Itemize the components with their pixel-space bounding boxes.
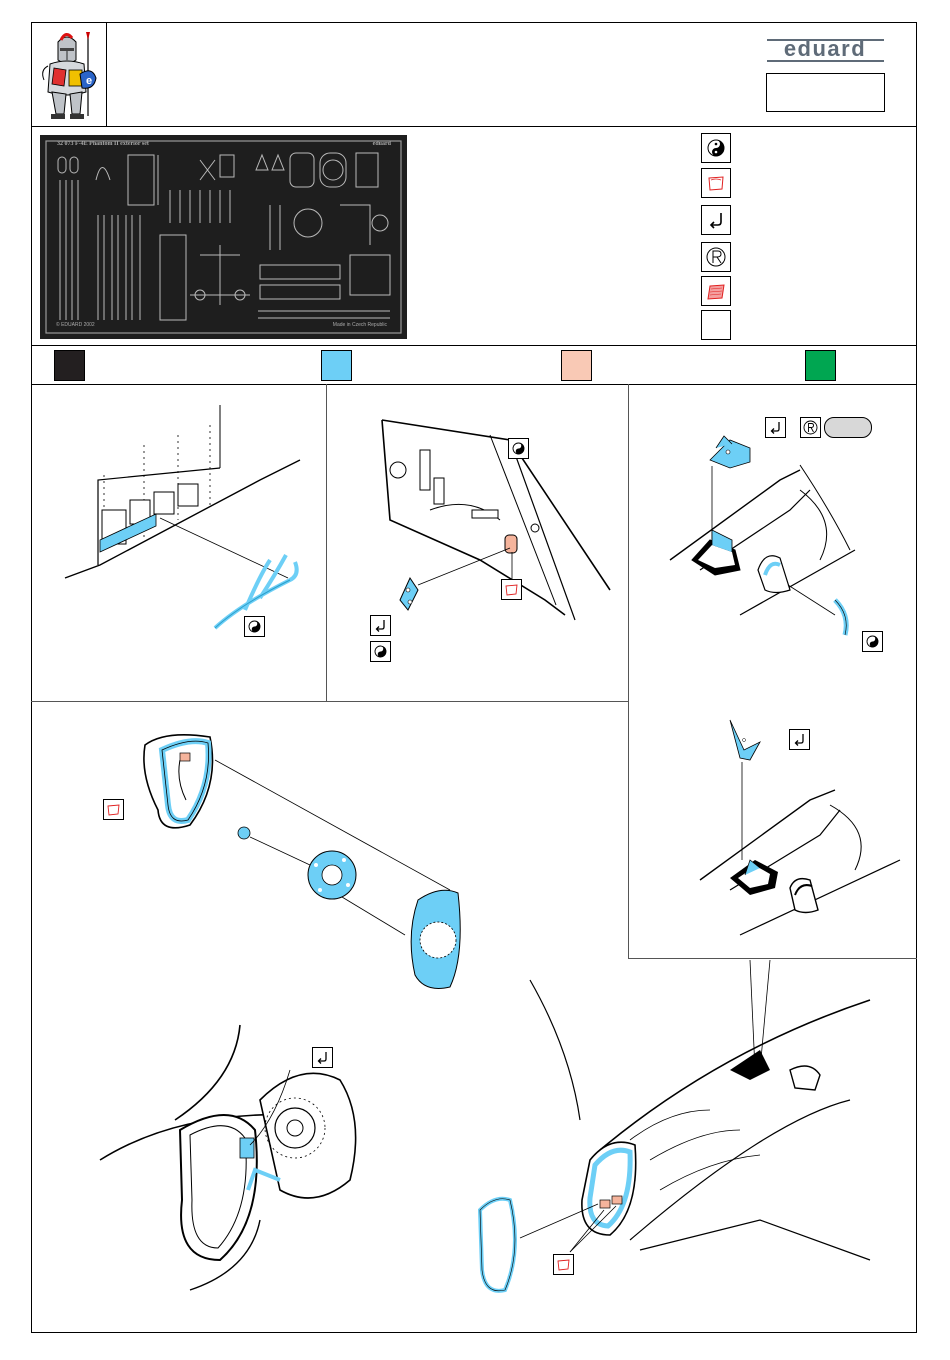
step-3-paint-pill: [824, 417, 872, 438]
step-2-drawing: [360, 400, 620, 630]
step-2-parchment-symbol: [501, 579, 522, 600]
step-4-bend-symbol: [789, 729, 810, 750]
panel-divider-1: [326, 384, 327, 702]
knight-mascot-logo: e: [36, 30, 102, 122]
fret-copyright: © EDUARD 2002: [56, 322, 95, 328]
parchment-icon: [502, 580, 521, 599]
swatch-light-blue: [321, 350, 352, 381]
step-2-yin-yang-symbol: [508, 438, 529, 459]
parchment-icon: [104, 800, 123, 819]
film-sheet-icon: [702, 277, 730, 305]
swatch-bottom-rule: [31, 384, 917, 385]
fret-made-in: Made in Czech Republic: [333, 322, 387, 328]
step-3-drawing: [640, 400, 910, 660]
step-5-parchment-symbol: [103, 799, 124, 820]
step-2-bend-symbol: [370, 615, 391, 636]
step-1-yin-yang-symbol: [244, 616, 265, 637]
header-divider: [106, 22, 107, 126]
step-2-yin-yang-symbol-2: [370, 641, 391, 662]
bend-arrow-icon: [371, 616, 390, 635]
swatch-green: [805, 350, 836, 381]
swatch-black: [54, 350, 85, 381]
bend-arrow-icon: [702, 206, 730, 234]
resin-symbol: [701, 242, 731, 272]
parchment-symbol: [701, 168, 731, 198]
blank-symbol: [701, 310, 731, 340]
step-6-drawing: [100, 1020, 400, 1310]
registered-r-icon: [702, 243, 730, 271]
bend-symbol: [701, 205, 731, 235]
bend-arrow-icon: [313, 1048, 332, 1067]
yin-yang-symbol: [701, 133, 731, 163]
set-number-box: [766, 73, 885, 112]
step-7-parchment-symbol: [553, 1254, 574, 1275]
yin-yang-icon: [863, 632, 882, 651]
step-7-drawing: [470, 960, 910, 1310]
step-1-drawing: [60, 400, 320, 640]
svg-text:e: e: [86, 75, 92, 87]
yin-yang-icon: [702, 134, 730, 162]
step-6-bend-symbol: [312, 1047, 333, 1068]
panel-right-rule: [628, 958, 917, 959]
yin-yang-icon: [509, 439, 528, 458]
yin-yang-icon: [245, 617, 264, 636]
photo-etched-fret: 32 073 F-4E Phantom II exterior set edua…: [40, 135, 407, 339]
yin-yang-icon: [371, 642, 390, 661]
bend-arrow-icon: [766, 418, 785, 437]
header-bottom-rule: [31, 126, 917, 127]
step-3-yin-yang-symbol: [862, 631, 883, 652]
fret-bottom-rule: [31, 345, 917, 346]
panel-row-rule: [31, 701, 628, 702]
eduard-logo: eduard: [765, 36, 885, 62]
parchment-icon: [702, 169, 730, 197]
panel-divider-2: [628, 384, 629, 959]
step-3-resin-symbol: [800, 417, 821, 438]
parchment-icon: [554, 1255, 573, 1274]
logo-bar-bottom: [767, 60, 884, 62]
bend-arrow-icon: [790, 730, 809, 749]
step-4-drawing: [660, 710, 910, 950]
step-3-bend-symbol: [765, 417, 786, 438]
registered-r-icon: [801, 418, 820, 437]
fret-parts: [40, 135, 407, 339]
swatch-skin-pink: [561, 350, 592, 381]
film-symbol: [701, 276, 731, 306]
step-5-drawing: [120, 725, 500, 995]
